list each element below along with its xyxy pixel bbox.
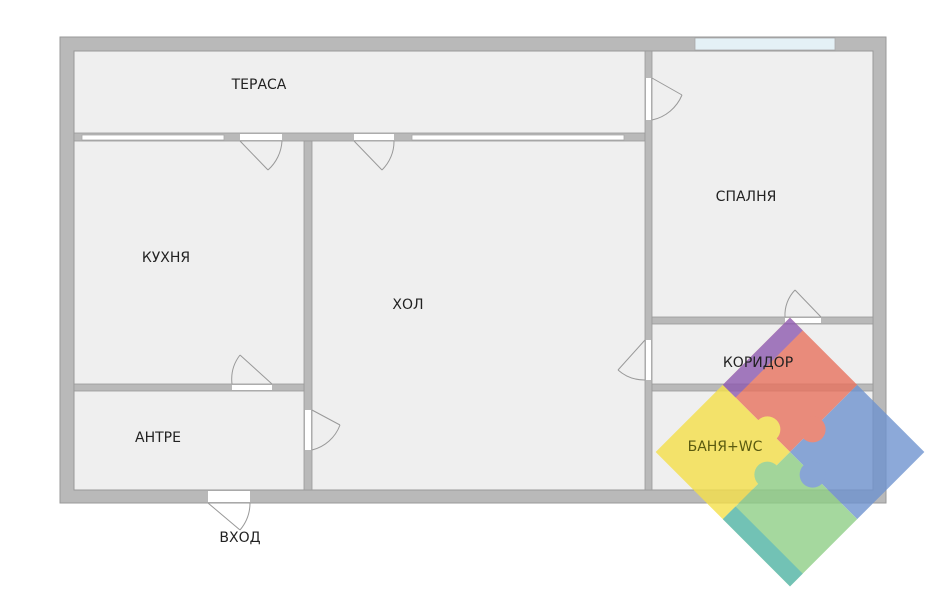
- room-label-hall: ХОЛ: [392, 297, 424, 313]
- logo-edge-purple: [722, 317, 803, 398]
- logo-edge-teal: [722, 506, 803, 587]
- room-label-entry: АНТРЕ: [135, 430, 181, 446]
- room-label-bedroom: СПАЛНЯ: [715, 189, 777, 205]
- windows: [81, 37, 836, 141]
- entrance-label: ВХОД: [219, 530, 261, 546]
- room-label-corridor: КОРИДОР: [722, 355, 794, 371]
- room-label-terrace: ТЕРАСА: [231, 77, 287, 93]
- room-label-kitchen: КУХНЯ: [141, 250, 191, 266]
- doors: [207, 77, 822, 531]
- room-label-bathroom: БАНЯ+WC: [687, 439, 763, 455]
